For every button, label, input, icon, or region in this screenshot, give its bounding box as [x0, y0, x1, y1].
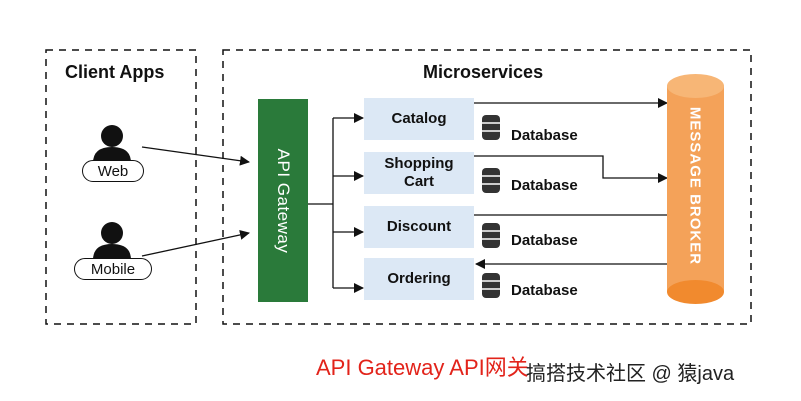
- mobile-client-label: Mobile: [74, 258, 152, 280]
- discount-database-icon: [482, 223, 500, 248]
- api-gateway: API Gateway: [258, 99, 308, 302]
- ordering-database-icon: [482, 273, 500, 298]
- catalog-service-label: Catalog: [391, 110, 447, 127]
- web-user-icon: [93, 125, 131, 163]
- watermark-title: API Gateway API网关: [316, 355, 529, 380]
- web-client-label: Web: [82, 160, 144, 182]
- cart-to-broker-arrow: [474, 155, 668, 183]
- mobile-to-gateway-arrow: [141, 230, 250, 257]
- ordering-database-label: Database: [511, 282, 578, 299]
- message-broker-label: MESSAGE BROKER: [686, 106, 704, 266]
- discount-service: Discount: [364, 206, 474, 248]
- gateway-routing-arrows: [308, 113, 364, 293]
- shopping-cart-service-label: Shopping Cart: [384, 155, 454, 190]
- microservices-border: [222, 49, 752, 325]
- client-apps-border: [45, 49, 197, 325]
- client-apps-title: Client Apps: [65, 62, 165, 82]
- cart-database-label: Database: [511, 177, 578, 194]
- cart-database-icon: [482, 168, 500, 193]
- catalog-service: Catalog: [364, 98, 474, 140]
- ordering-service-label: Ordering: [387, 270, 451, 287]
- discount-database-label: Database: [511, 232, 578, 249]
- discount-service-label: Discount: [386, 218, 452, 235]
- watermark-suffix: 搞搭技术社区 @ 猿java: [526, 363, 735, 385]
- catalog-database-icon: [482, 115, 500, 140]
- mobile-user-icon: [93, 222, 131, 260]
- ordering-service: Ordering: [364, 258, 474, 300]
- microservices-title: Microservices: [423, 62, 544, 82]
- message-broker-cylinder: [667, 74, 724, 304]
- catalog-database-label: Database: [511, 127, 578, 144]
- api-gateway-label: API Gateway: [274, 148, 293, 253]
- web-to-gateway-arrow: [141, 146, 250, 166]
- shopping-cart-service: Shopping Cart: [364, 152, 474, 194]
